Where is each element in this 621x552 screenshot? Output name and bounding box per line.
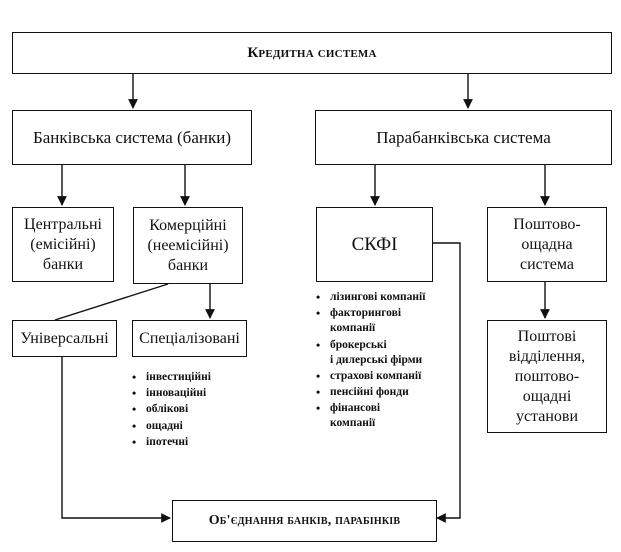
list-item: ощадні	[132, 419, 211, 435]
list-item: пенсійні фонди	[316, 385, 456, 401]
specialized-types-list: інвестиційні інноваційні облікові ощадні…	[132, 370, 211, 451]
parabanking-system-label: Парабанківська система	[376, 127, 551, 147]
list-item: лізингові компанії	[316, 290, 456, 306]
line-commercial-to-universal	[54, 283, 169, 321]
arrow-skfi-to-union	[433, 242, 461, 523]
list-item: інвестиційні	[132, 370, 211, 386]
universal-label: Універсальні	[20, 329, 109, 347]
list-item: інноваційні	[132, 386, 211, 402]
central-banks-box: Центральні (емісійні) банки	[12, 207, 114, 282]
credit-system-label: Кредитна система	[247, 44, 377, 61]
skfi-box: СКФІ	[316, 207, 433, 282]
commercial-banks-box: Комерційні (неемісійні) банки	[133, 207, 243, 284]
postal-savings-box: Поштово- ощадна система	[487, 207, 607, 282]
list-item: факторингові компанії	[316, 306, 456, 336]
universal-box: Універсальні	[12, 320, 117, 357]
list-item: іпотечні	[132, 435, 211, 451]
arrow-universal-to-union	[61, 357, 171, 523]
list-item: фінансові компанії	[316, 401, 456, 431]
banking-system-box: Банківська система (банки)	[12, 110, 252, 165]
parabanking-system-box: Парабанківська система	[315, 110, 612, 165]
skfi-types-list: лізингові компанії факторингові компанії…	[316, 290, 456, 433]
specialized-box: Спеціалізовані	[132, 320, 247, 357]
specialized-label: Спеціалізовані	[139, 329, 240, 347]
postal-savings-label: Поштово- ощадна система	[513, 215, 581, 273]
skfi-label: СКФІ	[351, 233, 398, 255]
central-banks-label: Центральні (емісійні) банки	[24, 215, 102, 273]
list-item: брокерські і дилерські фірми	[316, 338, 456, 368]
union-label: Об'єднання банків, парабінків	[208, 513, 401, 529]
list-item: облікові	[132, 402, 211, 418]
union-box: Об'єднання банків, парабінків	[172, 500, 437, 542]
list-item: страхові компанії	[316, 369, 456, 385]
credit-system-box: Кредитна система	[12, 32, 612, 74]
commercial-banks-label: Комерційні (неемісійні) банки	[147, 216, 229, 274]
postal-offices-label: Поштові відділення, поштово- ощадні уста…	[508, 327, 586, 425]
banking-system-label: Банківська система (банки)	[33, 127, 231, 147]
postal-offices-box: Поштові відділення, поштово- ощадні уста…	[487, 320, 607, 433]
